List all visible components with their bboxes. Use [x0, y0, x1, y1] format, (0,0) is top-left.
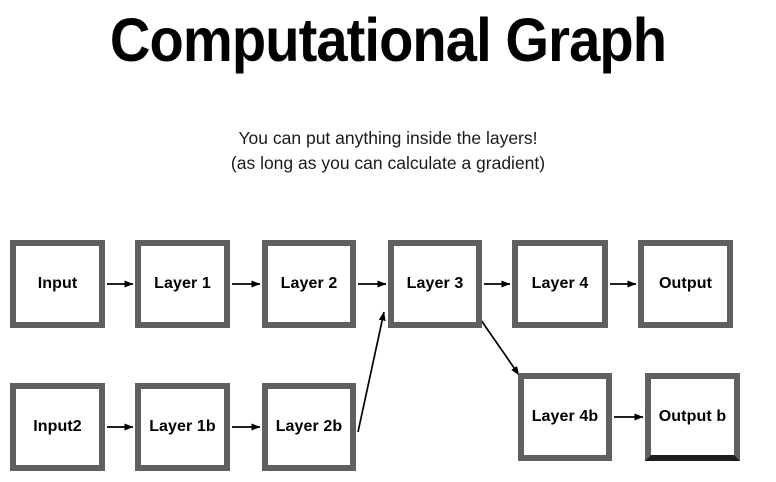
- node-label: Input2: [33, 418, 82, 435]
- node-input2[interactable]: Input2: [10, 383, 105, 471]
- edge-layer2b-to-layer3: [357, 311, 386, 433]
- node-outputb[interactable]: Output b: [645, 373, 740, 461]
- node-layer3[interactable]: Layer 3: [388, 240, 482, 328]
- node-output[interactable]: Output: [638, 240, 733, 328]
- node-label: Output: [658, 275, 713, 292]
- node-label: Input: [37, 275, 78, 292]
- node-input[interactable]: Input: [10, 240, 105, 328]
- node-layer2[interactable]: Layer 2: [262, 240, 356, 328]
- node-layer1b[interactable]: Layer 1b: [135, 383, 230, 471]
- subtitle-block: You can put anything inside the layers! …: [0, 126, 776, 176]
- node-label: Layer 4: [531, 275, 589, 292]
- node-label: Layer 1b: [149, 418, 216, 435]
- node-label: Layer 2b: [275, 418, 343, 435]
- node-label: Layer 1: [154, 275, 211, 292]
- subtitle-line-1: You can put anything inside the layers!: [238, 128, 538, 148]
- node-label: Output b: [658, 408, 727, 425]
- node-label: Layer 4b: [531, 408, 599, 425]
- node-label: Layer 3: [406, 275, 464, 292]
- node-label: Layer 2: [280, 275, 338, 292]
- node-layer2b[interactable]: Layer 2b: [262, 383, 356, 471]
- node-layer4[interactable]: Layer 4: [512, 240, 608, 328]
- node-layer1[interactable]: Layer 1: [135, 240, 230, 328]
- subtitle-line-2: (as long as you can calculate a gradient…: [230, 153, 546, 173]
- node-layer4b[interactable]: Layer 4b: [518, 373, 612, 461]
- page-title: Computational Graph: [109, 6, 667, 74]
